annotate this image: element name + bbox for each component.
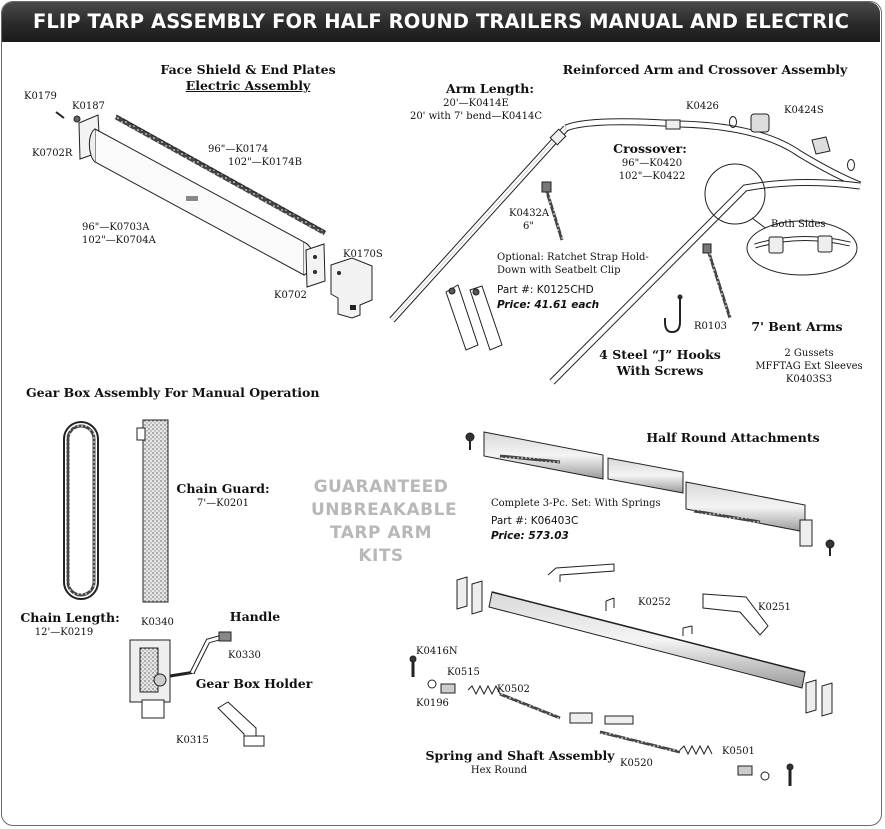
label-k0187: K0187 <box>72 101 105 112</box>
label-k0702: K0702 <box>274 290 307 301</box>
half-round-title: Half Round Attachments <box>646 430 820 445</box>
guarantee-line-1: GUARANTEED <box>313 477 449 497</box>
j-hooks-line-2: With Screws <box>616 363 704 378</box>
label-k0315: K0315 <box>176 735 209 746</box>
label-k0416n: K0416N <box>416 646 458 657</box>
chain-guard-title: Chain Guard: <box>176 481 270 496</box>
half-round-price: Price: 573.03 <box>491 530 569 542</box>
half-round-drawing <box>456 431 835 717</box>
arm-assembly-title: Reinforced Arm and Crossover Assembly <box>562 62 848 77</box>
label-k0330: K0330 <box>228 650 261 661</box>
gearbox-holder-title: Gear Box Holder <box>195 676 313 691</box>
title-banner: FLIP TARP ASSEMBLY FOR HALF ROUND TRAILE… <box>2 2 880 42</box>
label-cross-96: 96"—K0420 <box>621 158 683 169</box>
ratchet-line-2: Down with Seatbelt Clip <box>497 265 621 276</box>
label-six-inch: 6" <box>523 221 534 232</box>
face-shield-drawing <box>55 111 373 319</box>
label-k0170s: K0170S <box>343 249 383 260</box>
label-k0251: K0251 <box>758 602 791 613</box>
crossover-title: Crossover: <box>613 141 687 156</box>
label-rod-102: 102"—K0174B <box>228 157 302 168</box>
label-k0702r: K0702R <box>32 148 73 159</box>
page-title: FLIP TARP ASSEMBLY FOR HALF ROUND TRAILE… <box>32 10 850 33</box>
label-k0340: K0340 <box>141 617 174 628</box>
j-hooks-line-1: 4 Steel “J” Hooks <box>599 347 721 362</box>
arm-assembly-drawing <box>389 113 862 385</box>
chain-length-title: Chain Length: <box>20 610 120 625</box>
label-r0103: R0103 <box>694 321 727 332</box>
ratchet-price: Price: 41.61 each <box>497 299 600 311</box>
label-arm-20-bend: 20' with 7' bend—K0414C <box>409 111 543 122</box>
gearbox-drawing <box>63 419 265 747</box>
label-shield-102: 102"—K0704A <box>82 235 156 246</box>
spring-shaft-title: Spring and Shaft Assembly <box>425 748 615 763</box>
label-gussets: 2 Gussets <box>784 348 834 359</box>
label-cross-102: 102"—K0422 <box>618 171 686 182</box>
half-round-part-number: Part #: K06403C <box>491 515 579 527</box>
label-k040353: K0403S3 <box>785 374 833 385</box>
guarantee-watermark: GUARANTEED UNBREAKABLE TARP ARM KITS <box>311 476 458 568</box>
label-k0520: K0520 <box>620 758 653 769</box>
label-k0515: K0515 <box>447 667 480 678</box>
label-arm-20: 20'—K0414E <box>443 98 509 109</box>
label-k0424s: K0424S <box>784 105 824 116</box>
label-shield-96: 96"—K0703A <box>82 222 150 233</box>
ratchet-part-number: Part #: K0125CHD <box>497 284 594 296</box>
label-k0432a: K0432A <box>509 208 550 219</box>
chain-guard-value: 7'—K0201 <box>196 498 250 509</box>
ratchet-line-1: Optional: Ratchet Strap Hold- <box>497 252 649 263</box>
face-shield-title: Face Shield & End Plates <box>160 62 336 77</box>
label-k0426: K0426 <box>686 101 719 112</box>
label-sleeves: MFFTAG Ext Sleeves <box>755 361 863 372</box>
bent-arms-title: 7' Bent Arms <box>751 319 843 334</box>
label-both-sides: Both Sides <box>771 219 826 230</box>
label-k0501: K0501 <box>722 746 755 757</box>
arm-length-title: Arm Length: <box>446 81 534 96</box>
spring-shaft-drawing <box>409 655 794 786</box>
label-k0252: K0252 <box>638 597 671 608</box>
spring-shaft-subtitle: Hex Round <box>470 765 528 776</box>
label-k0179: K0179 <box>24 91 57 102</box>
gearbox-title: Gear Box Assembly For Manual Operation <box>26 385 320 400</box>
label-rod-96: 96"—K0174 <box>208 144 269 155</box>
electric-assembly-subtitle: Electric Assembly <box>185 78 311 93</box>
chain-length-value: 12'—K0219 <box>34 627 94 638</box>
label-k0196: K0196 <box>416 698 449 709</box>
guarantee-line-3: TARP ARM KITS <box>329 523 433 566</box>
guarantee-line-2: UNBREAKABLE <box>311 500 458 520</box>
label-k0502: K0502 <box>497 684 530 695</box>
handle-title: Handle <box>229 609 281 624</box>
half-round-set-label: Complete 3-Pc. Set: With Springs <box>491 498 661 509</box>
